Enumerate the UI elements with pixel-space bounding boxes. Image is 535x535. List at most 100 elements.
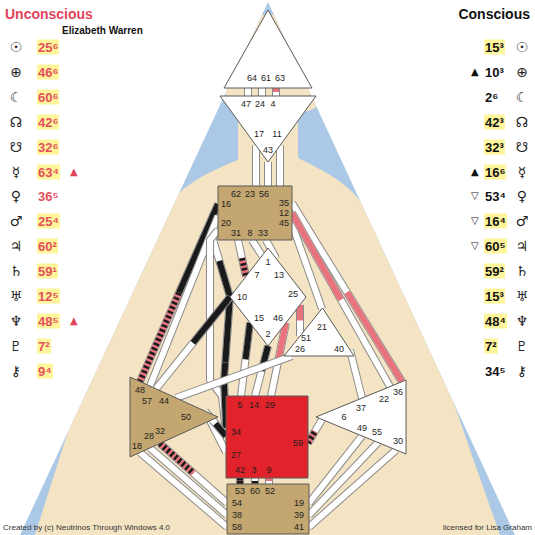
gate-number: 57 xyxy=(142,397,152,406)
gate-number: 30 xyxy=(393,437,403,446)
gate-number: 38 xyxy=(232,511,242,520)
gate-number: 8 xyxy=(247,229,252,238)
spleen-center: 48574450322818 xyxy=(130,377,218,457)
gate-number: 5 xyxy=(237,401,242,410)
gate-number: 31 xyxy=(231,229,241,238)
planet-symbol: ♅ xyxy=(10,289,23,303)
activation-number: 15³ xyxy=(484,289,505,304)
planet-symbol: ♃ xyxy=(10,239,23,253)
activation-number: 10³ xyxy=(484,64,505,79)
gate-number: 24 xyxy=(255,100,265,109)
activation-number: 32³ xyxy=(484,139,505,154)
gate-number: 45 xyxy=(279,219,289,228)
gate-number: 21 xyxy=(317,323,327,332)
throat-center: 622356163512204531833 xyxy=(218,186,292,240)
channel-line xyxy=(156,297,230,389)
gate-number: 52 xyxy=(265,487,275,496)
column-title: Unconscious xyxy=(5,7,93,21)
gate-number: 18 xyxy=(132,442,142,451)
channel-line xyxy=(300,305,301,336)
activation-number: 7² xyxy=(484,338,498,353)
channel-line xyxy=(241,323,250,396)
gate-number: 39 xyxy=(294,511,304,520)
channel-line xyxy=(248,88,249,96)
activation-number: 32⁶ xyxy=(37,139,59,154)
head-center: 646163 xyxy=(224,10,312,88)
activation-number: 60⁶ xyxy=(37,89,59,104)
solar-plexus-center: 3622376495530 xyxy=(316,380,406,454)
credit-note: Created by (c) Neutrinos Through Windows… xyxy=(3,524,170,532)
channel-line xyxy=(350,350,362,398)
fixing-triangle: ▽ xyxy=(471,241,479,251)
planet-symbol: ☾ xyxy=(10,90,23,104)
gate-number: 59 xyxy=(293,439,303,448)
gate-number: 25 xyxy=(288,290,298,299)
fixing-triangle: ▲ xyxy=(471,167,479,177)
gate-number: 42 xyxy=(235,466,245,475)
activation-number: 15³ xyxy=(484,40,505,55)
channel-line xyxy=(176,356,292,398)
channel-line xyxy=(240,478,241,484)
planet-symbol: ⊕ xyxy=(516,65,528,79)
planet-symbol: ♆ xyxy=(516,314,529,328)
channel-line xyxy=(292,213,390,387)
channel-line xyxy=(140,453,227,528)
planet-symbol: ☊ xyxy=(10,115,22,129)
planet-symbol: ☊ xyxy=(516,115,528,129)
activation-number: 42⁶ xyxy=(37,114,59,129)
planet-symbol: ♇ xyxy=(10,339,23,353)
gate-number: 2 xyxy=(265,330,270,339)
gate-number: 60 xyxy=(250,487,260,496)
activation-number: 16⁶ xyxy=(484,164,506,179)
sky-triangle xyxy=(20,2,515,535)
gate-number: 29 xyxy=(265,401,275,410)
gate-number: 28 xyxy=(144,432,154,441)
gate-number: 12 xyxy=(279,209,289,218)
channel-line xyxy=(308,420,322,444)
gate-number: 50 xyxy=(181,413,191,422)
gate-number: 58 xyxy=(232,523,242,532)
gate-number: 37 xyxy=(356,404,366,413)
gate-number: 27 xyxy=(231,451,241,460)
ajna-center: 47244171143 xyxy=(220,96,316,162)
planet-symbol: ♄ xyxy=(516,264,529,278)
gate-number: 7 xyxy=(254,271,259,280)
gate-number: 53 xyxy=(235,487,245,496)
channel-line xyxy=(256,146,257,187)
planet-symbol: ☿ xyxy=(518,165,527,179)
planet-symbol: ♀ xyxy=(11,189,21,203)
fixing-triangle: ▲ xyxy=(70,316,78,326)
fixing-triangle: ▽ xyxy=(471,191,479,201)
planet-symbol: ☉ xyxy=(516,40,529,54)
activation-number: 60² xyxy=(37,239,58,254)
gate-number: 14 xyxy=(249,401,259,410)
gate-number: 23 xyxy=(245,190,255,199)
activation-number: 25⁶ xyxy=(37,40,59,55)
fixing-triangle: ▲ xyxy=(70,167,78,177)
gate-number: 9 xyxy=(266,466,271,475)
activation-number: 60⁵ xyxy=(484,239,507,254)
activation-number: 34⁵ xyxy=(484,363,507,378)
gate-number: 46 xyxy=(273,314,283,323)
licence-note: licensed for Lisa Graham xyxy=(443,524,532,532)
root-center: 536052541938395841 xyxy=(227,484,309,534)
planet-symbol: ♆ xyxy=(10,314,23,328)
planet-symbol: ♂ xyxy=(516,214,529,228)
channel-line xyxy=(268,162,269,186)
channel-line xyxy=(309,450,396,527)
planet-symbol: ♄ xyxy=(10,264,23,278)
gate-number: 11 xyxy=(272,130,281,139)
activation-number: 46⁶ xyxy=(37,64,59,79)
gate-number: 43 xyxy=(263,146,273,155)
activation-number: 25⁴ xyxy=(37,214,60,229)
gate-number: 48 xyxy=(135,386,145,395)
activation-number: 9⁴ xyxy=(37,363,53,378)
gate-number: 44 xyxy=(159,397,169,406)
activation-number: 2⁶ xyxy=(484,89,499,104)
channel-line xyxy=(150,448,227,515)
gate-number: 3 xyxy=(251,466,256,475)
chart-name: Elizabeth Warren xyxy=(62,26,143,36)
channel-line xyxy=(252,240,262,256)
gate-number: 47 xyxy=(241,100,251,109)
g-center: 1713102515462 xyxy=(230,248,306,346)
